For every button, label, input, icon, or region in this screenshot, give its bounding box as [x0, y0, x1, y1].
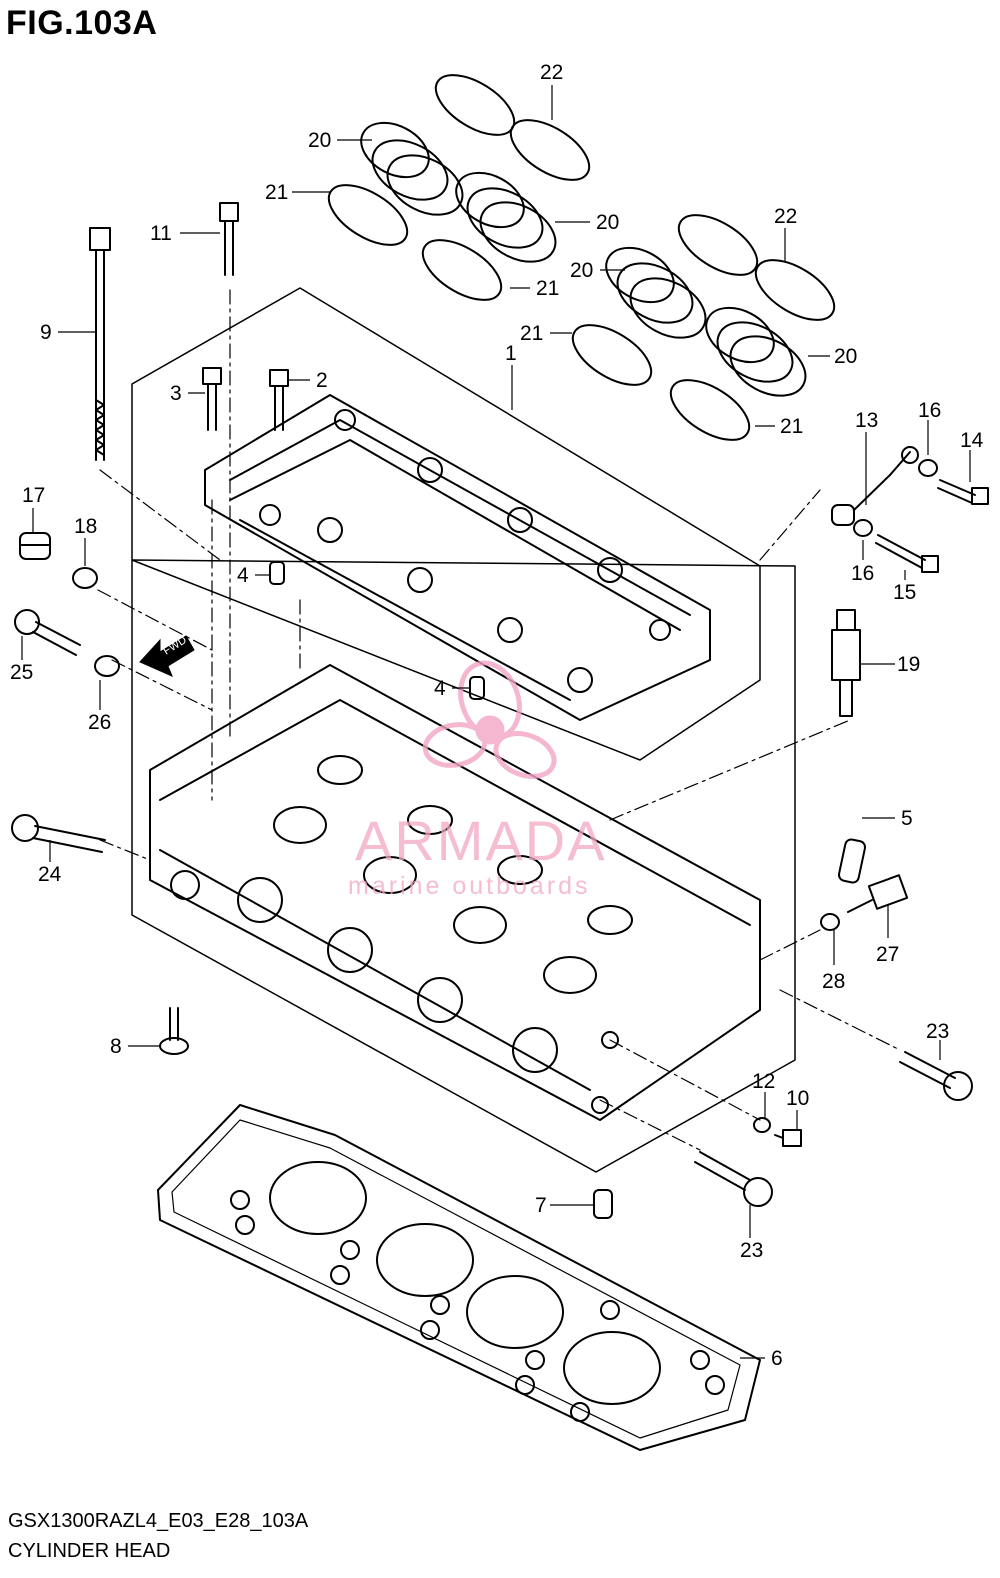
callout-27: 27 — [876, 943, 900, 966]
sensor-27 — [847, 874, 909, 913]
callout-7: 7 — [535, 1194, 547, 1217]
washer-12 — [753, 1117, 771, 1133]
bolt-3 — [202, 367, 222, 431]
bolt-23b — [694, 1151, 773, 1207]
head-gasket — [157, 1104, 761, 1451]
callout-16: 16 — [851, 562, 875, 585]
callout-9: 9 — [40, 321, 52, 344]
intake-boot-right-rear — [605, 246, 707, 339]
washer-26 — [94, 655, 120, 677]
intake-boot-left-front — [455, 171, 557, 263]
callout-23: 23 — [926, 1020, 950, 1043]
spark-plug-19 — [831, 609, 861, 717]
callout-3: 3 — [170, 382, 182, 405]
callout-20: 20 — [308, 129, 332, 152]
watermark-brand: ARMADA — [355, 809, 607, 872]
dowel-pin-7 — [593, 1189, 613, 1219]
bolt-15 — [875, 534, 939, 573]
callout-17: 17 — [22, 484, 46, 507]
callout-11: 11 — [150, 222, 172, 245]
callout-28: 28 — [822, 970, 846, 993]
callout-26: 26 — [88, 711, 112, 734]
callout-leaders — [21, 85, 971, 1359]
watermark-tagline: marine outboards — [348, 872, 591, 900]
intake-boot-right-front — [705, 306, 807, 397]
callout-21: 21 — [780, 415, 804, 438]
callout-21: 21 — [536, 277, 560, 300]
callout-12: 12 — [752, 1070, 776, 1093]
hose-clamps — [327, 74, 836, 441]
bolt-25 — [14, 609, 81, 656]
callout-16: 16 — [918, 399, 942, 422]
callout-20: 20 — [834, 345, 858, 368]
callout-2: 2 — [316, 369, 328, 392]
assembly-frame-upper — [131, 287, 761, 761]
figure-title: FIG.103A — [6, 4, 158, 42]
oil-pipe-13 — [831, 446, 919, 526]
diagram-name: CYLINDER HEAD — [8, 1540, 171, 1562]
callout-20: 20 — [570, 259, 594, 282]
callout-20: 20 — [596, 211, 620, 234]
callout-13: 13 — [855, 409, 879, 432]
diagram-code: GSX1300RAZL4_E03_E28_103A — [8, 1510, 309, 1532]
callout-18: 18 — [74, 515, 98, 538]
callout-22: 22 — [540, 61, 564, 84]
callout-5: 5 — [901, 807, 913, 830]
callout-23: 23 — [740, 1239, 764, 1262]
callout-4: 4 — [237, 564, 249, 587]
callout-22: 22 — [774, 205, 798, 228]
callout-6: 6 — [771, 1347, 783, 1370]
sleeve-5 — [837, 838, 867, 884]
fwd-arrow: FWD — [139, 634, 195, 677]
washer-16a — [918, 459, 938, 477]
head-bolt-long — [89, 227, 111, 461]
dowel-pin-upper — [269, 561, 285, 585]
callout-8: 8 — [110, 1035, 122, 1058]
callout-10: 10 — [786, 1087, 810, 1110]
plug-17 — [19, 532, 51, 560]
washer-16b — [853, 519, 873, 537]
callout-21: 21 — [265, 181, 289, 204]
callout-14: 14 — [960, 429, 984, 452]
callout-4: 4 — [434, 677, 446, 700]
bolt-2 — [269, 369, 289, 431]
callout-24: 24 — [38, 863, 62, 886]
callout-1: 1 — [505, 342, 517, 365]
bolt-11 — [219, 202, 239, 276]
cylinder-head-casting — [149, 664, 761, 1121]
intake-boot-left-rear — [360, 121, 464, 216]
washer-18 — [72, 567, 98, 589]
bolt-8 — [159, 1007, 189, 1055]
bolt-23a — [899, 1051, 973, 1101]
assembly-frame-lower — [131, 559, 796, 1173]
callout-15: 15 — [893, 581, 917, 604]
bolt-14 — [937, 479, 989, 505]
camshaft-holder — [204, 394, 711, 721]
callout-25: 25 — [10, 661, 34, 684]
callout-19: 19 — [897, 653, 921, 676]
bolt-10 — [774, 1129, 802, 1147]
callout-21: 21 — [520, 322, 544, 345]
washer-28 — [820, 913, 840, 931]
watermark-logo — [422, 660, 557, 779]
bolt-24 — [11, 814, 106, 853]
